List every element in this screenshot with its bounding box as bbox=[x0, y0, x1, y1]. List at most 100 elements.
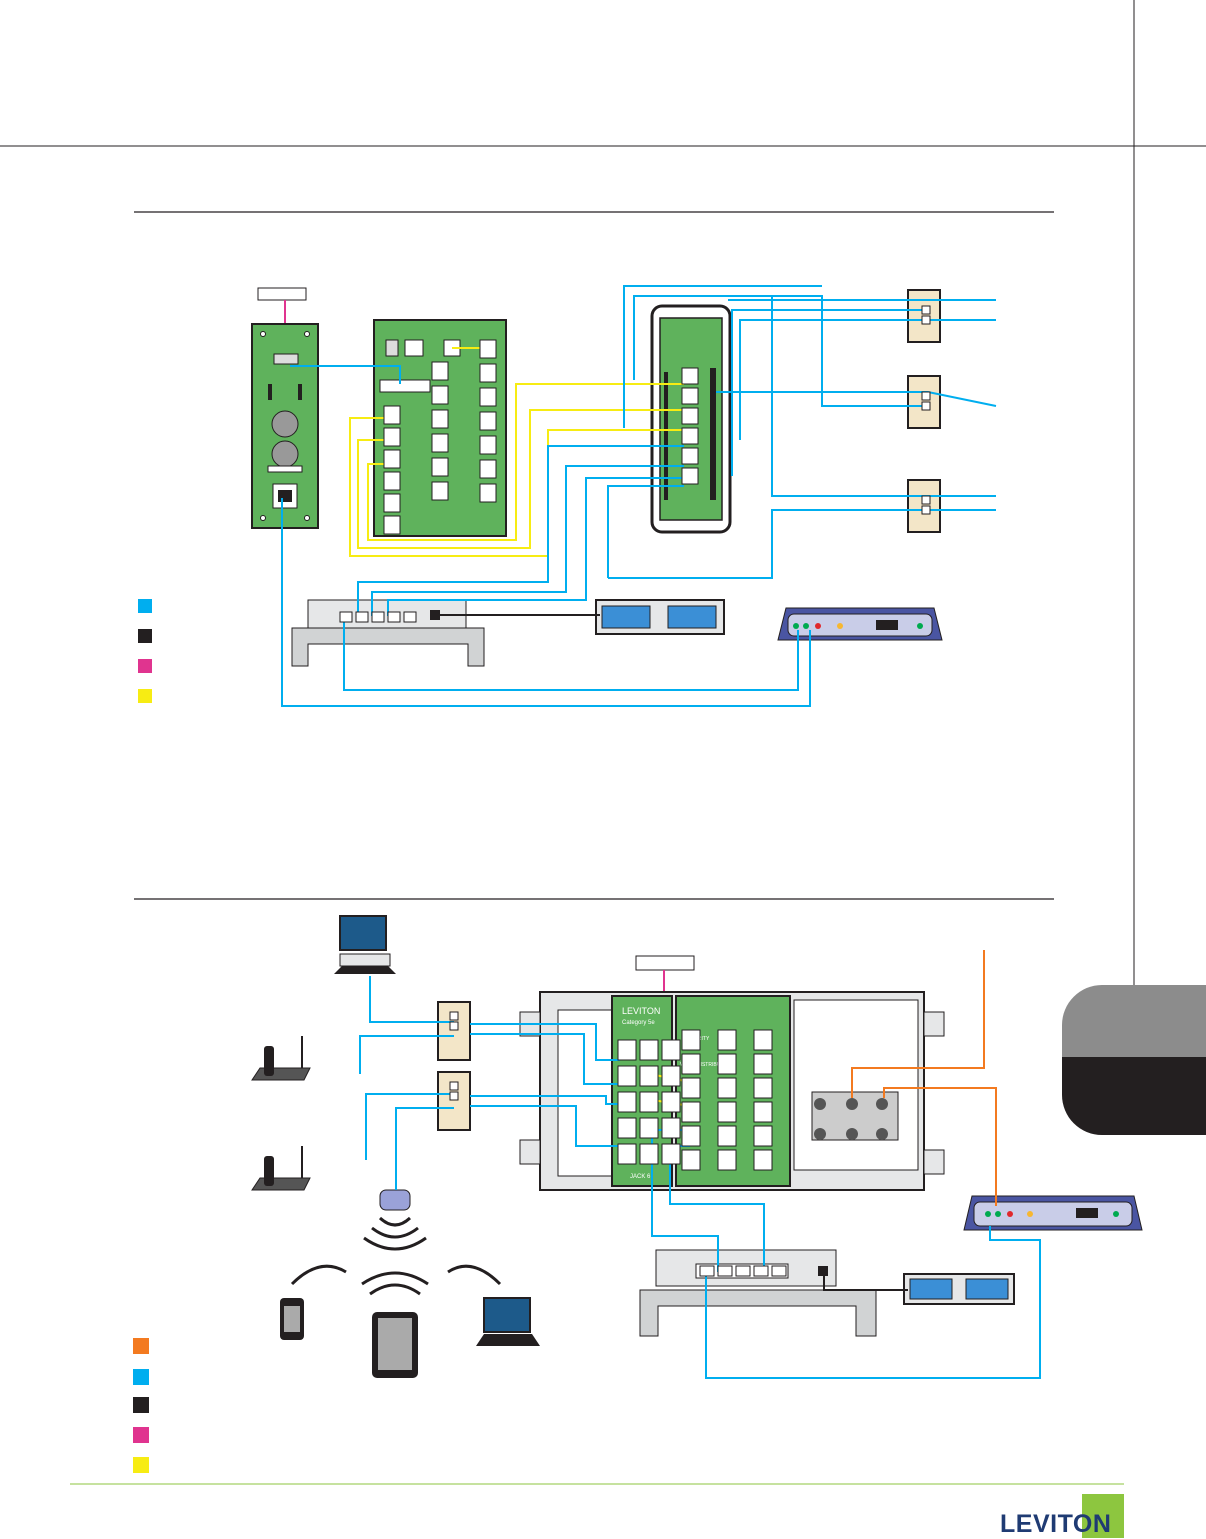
bottom-diagram: LEVITON Category 5e SECURITY VOICE DISTR… bbox=[133, 915, 1143, 1473]
jack-port bbox=[449, 1011, 459, 1021]
jack-port bbox=[431, 481, 449, 501]
jack-port bbox=[753, 1053, 773, 1075]
jack-port bbox=[661, 1117, 681, 1139]
jack-port bbox=[479, 411, 497, 431]
jack-port bbox=[681, 407, 699, 425]
jack-port bbox=[383, 427, 401, 447]
bottom-legend-swatch bbox=[133, 1397, 149, 1413]
laptop bbox=[476, 1297, 540, 1346]
jack-port bbox=[753, 1101, 773, 1123]
jack-port bbox=[431, 385, 449, 405]
jack-port bbox=[921, 401, 931, 411]
jack-port bbox=[735, 1265, 751, 1277]
bottom-legend-swatch bbox=[133, 1427, 149, 1443]
jack-port bbox=[479, 387, 497, 407]
jack-port bbox=[717, 1029, 737, 1051]
logo-green-block bbox=[1082, 1494, 1124, 1538]
jack-port bbox=[371, 611, 385, 623]
jack-port bbox=[639, 1039, 659, 1061]
top-yellow-cables bbox=[349, 347, 684, 557]
top-legend-swatch bbox=[138, 689, 152, 703]
jack-port bbox=[449, 1021, 459, 1031]
jack-port bbox=[921, 495, 931, 505]
jack-port bbox=[403, 611, 417, 623]
jack-port bbox=[661, 1091, 681, 1113]
jack-port bbox=[383, 405, 401, 425]
bottom-legend bbox=[133, 1338, 149, 1473]
jack-port bbox=[753, 1149, 773, 1171]
jack-port bbox=[617, 1091, 637, 1113]
panel-brand: LEVITON bbox=[622, 1006, 660, 1016]
jack-port bbox=[681, 1149, 701, 1171]
desktop-computer bbox=[334, 915, 396, 974]
jack-port bbox=[617, 1143, 637, 1165]
top-power-supply bbox=[595, 599, 725, 635]
jack-port bbox=[449, 1081, 459, 1091]
jack-port bbox=[617, 1039, 637, 1061]
bottom-power-cable bbox=[823, 1272, 908, 1291]
top-router bbox=[777, 607, 943, 641]
jack-port bbox=[383, 493, 401, 513]
jack-port bbox=[717, 1125, 737, 1147]
jack-port bbox=[921, 391, 931, 401]
jack-port bbox=[699, 1265, 715, 1277]
logo-text: LEVITON bbox=[1000, 1510, 1112, 1538]
telephone-interface-board bbox=[251, 323, 319, 529]
jack-port bbox=[717, 1077, 737, 1099]
jack-port bbox=[617, 1065, 637, 1087]
jack-port bbox=[753, 1029, 773, 1051]
jack-port bbox=[921, 315, 931, 325]
jack-port bbox=[639, 1065, 659, 1087]
section-tab-black bbox=[1062, 1057, 1206, 1135]
jack-port bbox=[681, 467, 699, 485]
section-tab-gray bbox=[1062, 985, 1206, 1057]
bottom-network-switch bbox=[639, 1249, 877, 1337]
jack-port bbox=[753, 1077, 773, 1099]
jack-port bbox=[661, 1143, 681, 1165]
jack-port bbox=[449, 1091, 459, 1101]
cordless-phone bbox=[251, 1146, 311, 1191]
top-board-label-box bbox=[257, 287, 307, 301]
bottom-panel-label-box bbox=[635, 955, 695, 971]
panel-jack-label: JACK 6 bbox=[630, 1174, 651, 1180]
jack-port bbox=[681, 427, 699, 445]
leviton-logo: LEVITON bbox=[998, 1494, 1124, 1538]
top-legend-swatch bbox=[138, 599, 152, 613]
jack-port bbox=[479, 435, 497, 455]
jack-port bbox=[383, 449, 401, 469]
jack-port bbox=[681, 1077, 701, 1099]
jack-port bbox=[383, 471, 401, 491]
jack-port bbox=[753, 1265, 769, 1277]
jack-port bbox=[753, 1125, 773, 1147]
panel-voice-label: VOICE DISTRIBUTION bbox=[680, 1062, 733, 1068]
top-blue-cables bbox=[281, 285, 997, 707]
bottom-orange-cables bbox=[851, 950, 997, 1206]
jack-port bbox=[681, 1053, 701, 1075]
jack-ports bbox=[339, 305, 931, 1277]
jack-port bbox=[639, 1117, 659, 1139]
jack-port bbox=[681, 1101, 701, 1123]
wireless-access-point bbox=[290, 1189, 502, 1296]
jack-port bbox=[617, 1117, 637, 1139]
jack-port bbox=[661, 1065, 681, 1087]
jack-port bbox=[479, 363, 497, 383]
top-legend-swatch bbox=[138, 659, 152, 673]
jack-port bbox=[681, 387, 699, 405]
cordless-phone bbox=[251, 1036, 311, 1081]
jack-port bbox=[383, 515, 401, 535]
jack-port bbox=[921, 505, 931, 515]
jack-port bbox=[431, 457, 449, 477]
jack-port bbox=[639, 1143, 659, 1165]
jack-port bbox=[717, 1053, 737, 1075]
jack-port bbox=[681, 1029, 701, 1051]
jack-port bbox=[681, 367, 699, 385]
bottom-legend-swatch bbox=[133, 1369, 149, 1385]
jack-port bbox=[355, 611, 369, 623]
jack-port bbox=[771, 1265, 787, 1277]
jack-port bbox=[661, 1039, 681, 1061]
bottom-legend-swatch bbox=[133, 1338, 149, 1354]
jack-port bbox=[431, 361, 449, 381]
panel-cable-type: Category 5e bbox=[622, 1020, 655, 1026]
jack-port bbox=[431, 409, 449, 429]
